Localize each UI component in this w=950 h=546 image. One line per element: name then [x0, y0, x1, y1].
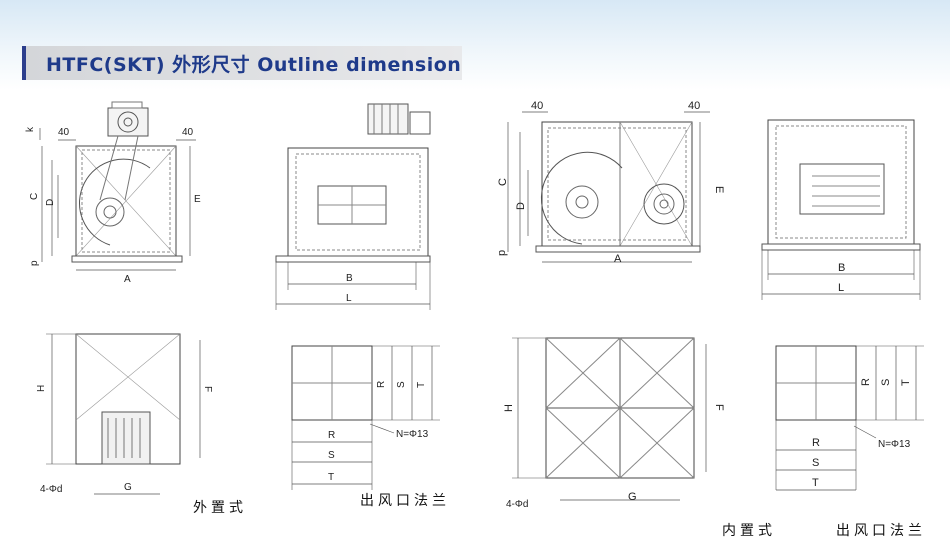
dim-r-1v: R [376, 381, 387, 388]
internal-side-view [507, 111, 710, 263]
dim-h-1: H [36, 385, 47, 392]
dim-h-2: H [503, 404, 515, 412]
dim-l-2: L [838, 282, 844, 294]
dim-c-2: C [497, 178, 509, 186]
dim-b-2: B [838, 262, 845, 274]
dim-t-1: T [328, 472, 334, 483]
caption-internal: 内置式 [722, 523, 776, 539]
dim-d-1: D [45, 199, 56, 206]
outlet-flange-1 [291, 345, 440, 490]
dim-holes-1: 4-Φd [40, 484, 62, 495]
dim-a-1: A [124, 274, 131, 285]
dim-e-1: E [194, 194, 201, 205]
dim-k: k [25, 126, 36, 132]
caption-outlet-flange-2: 出风口法兰 [836, 523, 926, 539]
dim-r-1: R [328, 430, 335, 441]
dimension-labels: k 40 40 C D p E A B L 40 40 C D p E A B … [25, 100, 912, 510]
internal-plan-view [512, 337, 707, 501]
dim-g-2: G [628, 491, 637, 503]
dim-p-2: p [496, 250, 508, 256]
dim-g-1: G [124, 482, 132, 493]
dim-40-left-1: 40 [58, 127, 70, 138]
dim-e-2: E [713, 186, 725, 193]
dim-d-2: D [515, 202, 527, 210]
dim-flange-holes-1: N=Φ13 [396, 429, 429, 440]
dim-r-2: R [812, 437, 820, 449]
dim-f-2: F [713, 404, 725, 411]
dim-t-1v: T [416, 382, 427, 388]
dim-flange-holes-2: N=Φ13 [878, 439, 911, 450]
dim-holes-2: 4-Φd [506, 499, 528, 510]
dim-s-1: S [328, 450, 335, 461]
external-front-view [275, 103, 431, 310]
dim-p-1: p [29, 260, 40, 266]
dim-c-1: C [29, 193, 40, 200]
dim-l-1: L [346, 293, 352, 304]
external-plan-view [46, 333, 201, 495]
internal-front-view [761, 119, 921, 300]
dim-a-2: A [614, 253, 622, 265]
caption-external: 外置式 [193, 500, 247, 516]
dim-s-2v: S [880, 379, 892, 386]
dim-t-2: T [812, 477, 819, 489]
dim-t-2v: T [900, 379, 912, 386]
dim-s-1v: S [396, 381, 407, 388]
title-bar: HTFC(SKT) 外形尺寸 Outline dimension [22, 46, 462, 80]
dim-40-left-2: 40 [531, 100, 543, 112]
dim-40-right-2: 40 [688, 100, 700, 112]
page-title: HTFC(SKT) 外形尺寸 Outline dimension [46, 53, 462, 76]
dim-s-2: S [812, 457, 819, 469]
dim-40-right-1: 40 [182, 127, 194, 138]
dim-b-1: B [346, 273, 353, 284]
external-side-view [39, 101, 196, 271]
outlet-flange-2 [775, 345, 924, 491]
dim-f-1: F [202, 386, 213, 392]
dim-r-2v: R [860, 378, 872, 386]
caption-outlet-flange-1: 出风口法兰 [360, 493, 450, 509]
